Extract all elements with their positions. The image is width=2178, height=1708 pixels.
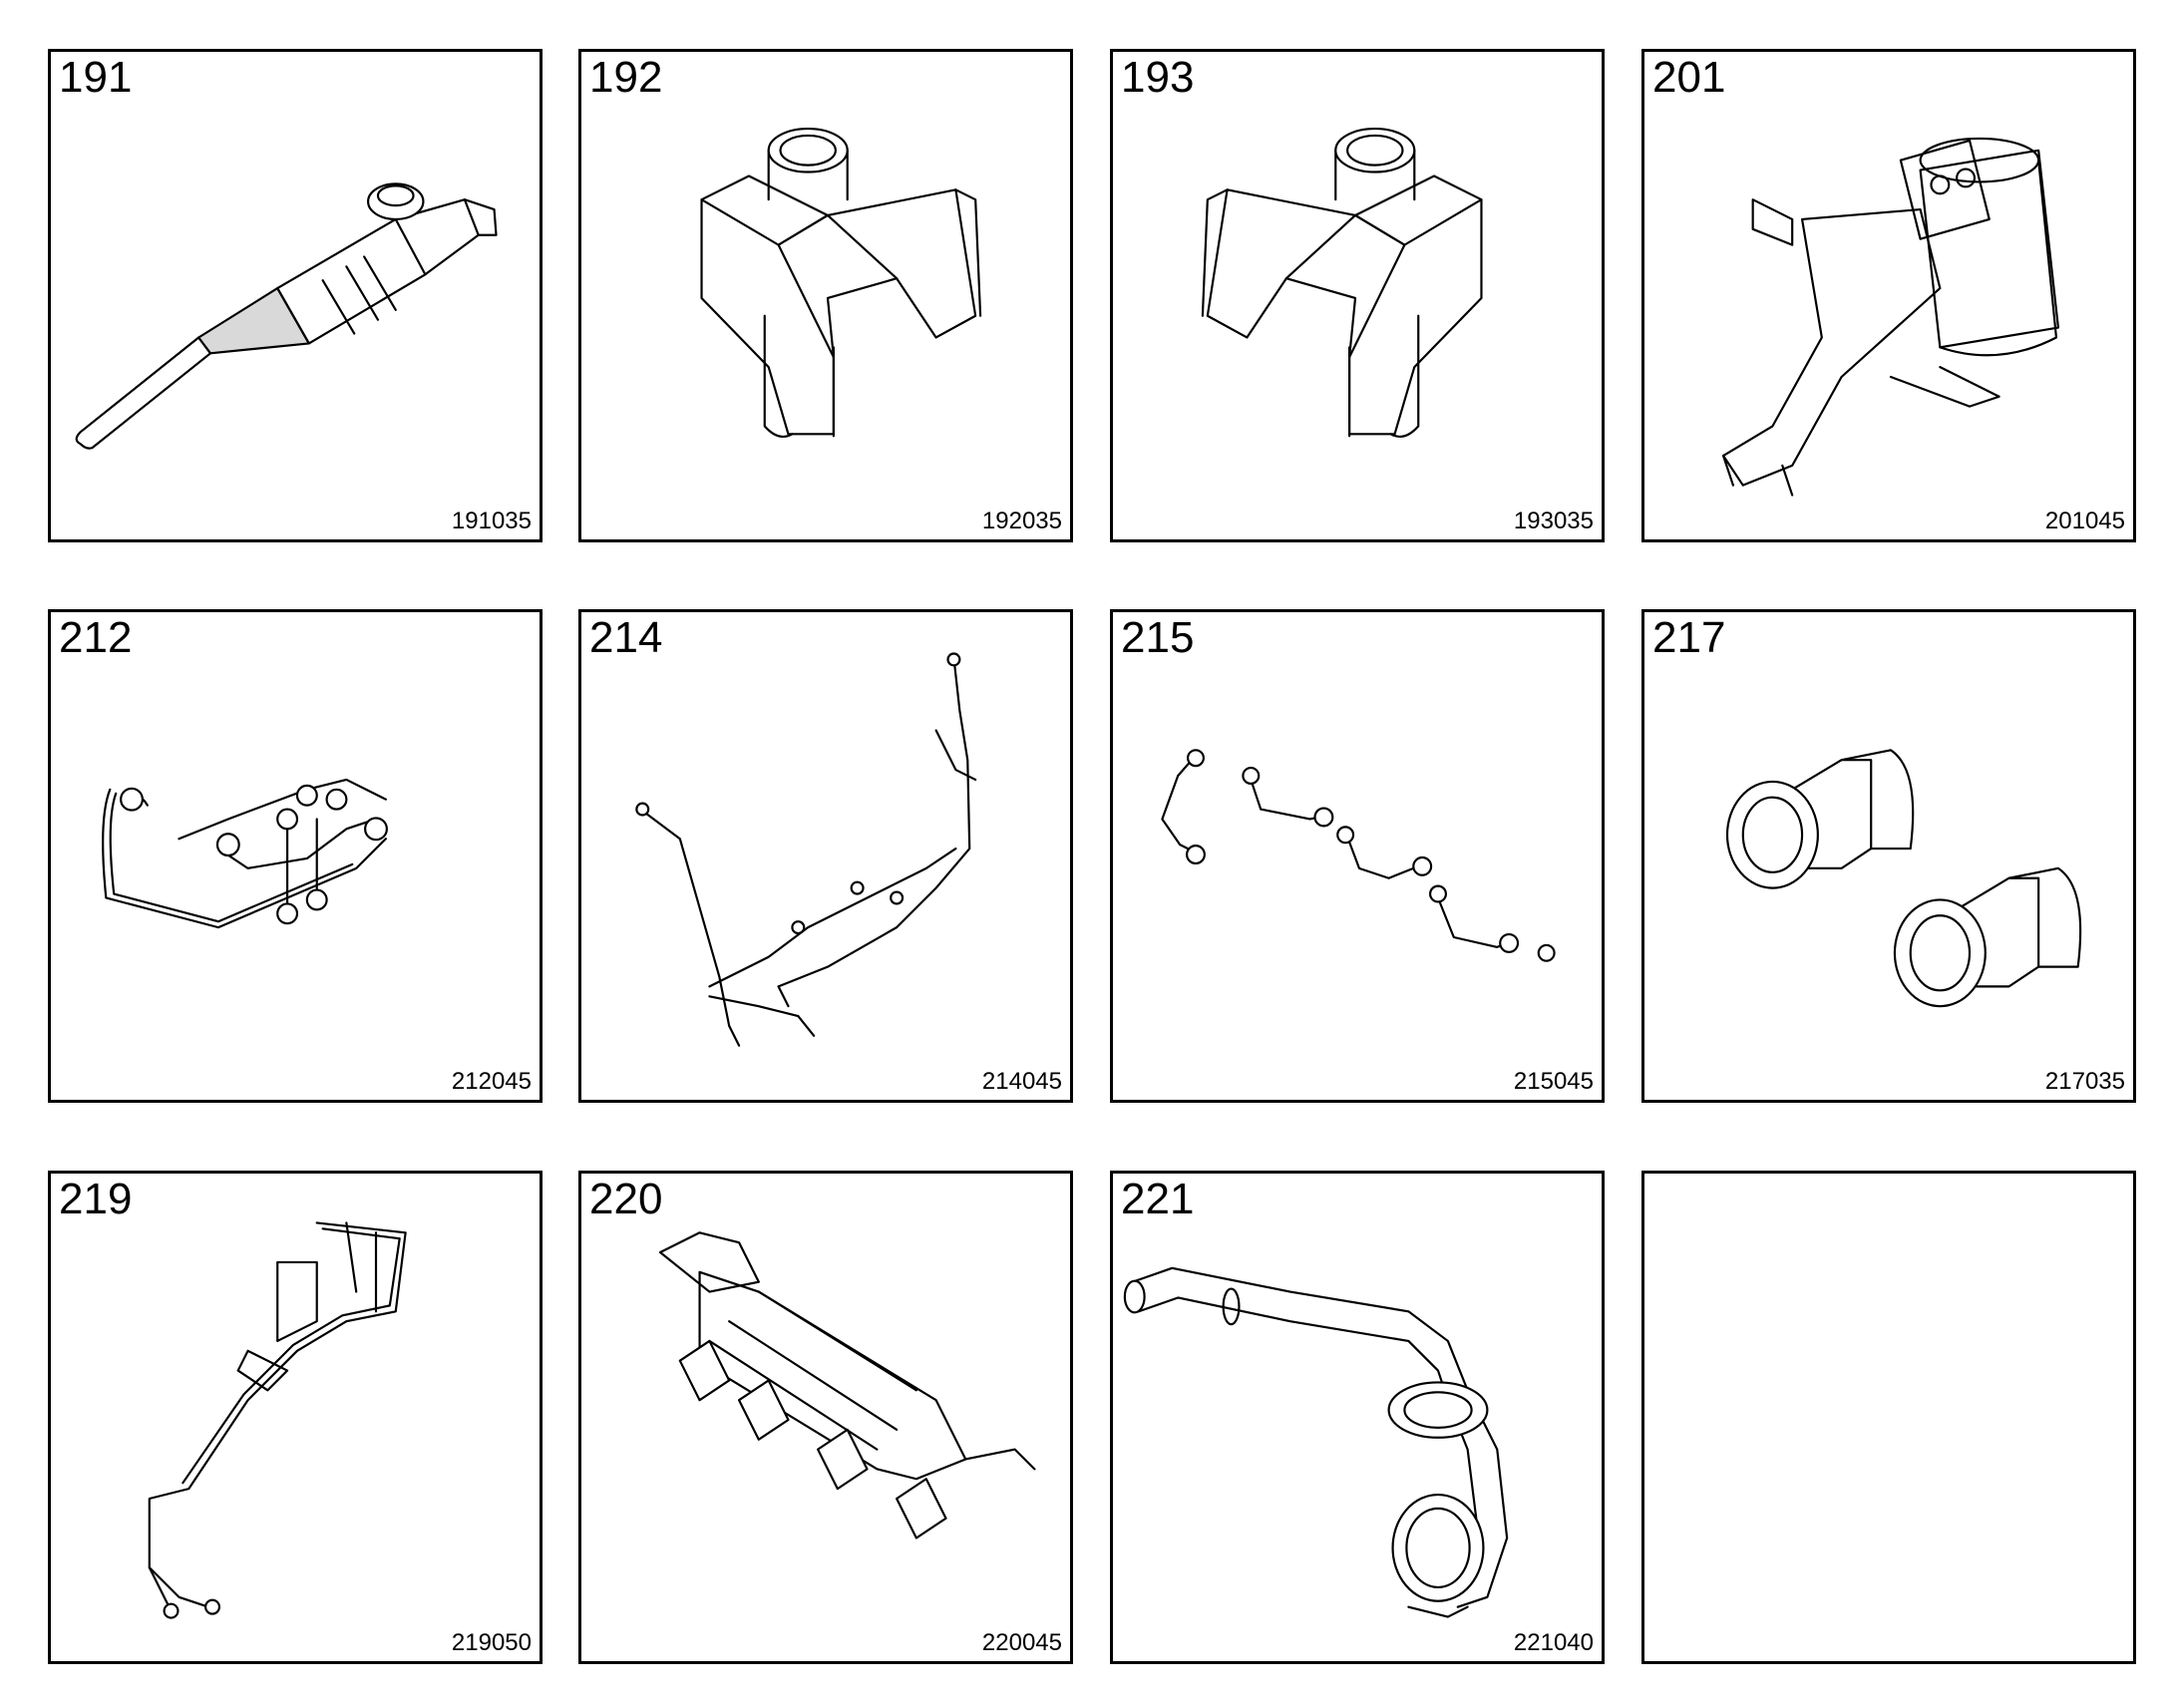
part-cell-219[interactable]: 219 219050 [48,1171,543,1664]
part-cell-191[interactable]: 191 191035 [48,49,543,542]
drawing-code: 191035 [451,508,532,534]
drawing-code: 220045 [981,1629,1062,1656]
drawing-code: 201045 [2044,508,2125,534]
injector-icon [51,52,540,539]
drawing-code: 212045 [451,1068,532,1095]
drawing-code: 215045 [1513,1068,1594,1095]
pipe-bracket-icon [51,1174,540,1661]
pipe-fittings-icon [1644,612,2133,1100]
part-number: 217 [1652,613,1726,662]
part-cell-220[interactable]: 220 220045 [578,1171,1073,1664]
part-number: 219 [59,1175,133,1223]
drawing-code: 214045 [981,1068,1062,1095]
part-cell-empty [1641,1171,2136,1664]
part-number: 192 [589,53,663,102]
fork-clamp-icon [581,52,1070,539]
part-number: 201 [1652,53,1726,102]
part-cell-212[interactable]: 212 212045 [48,609,543,1103]
part-number: 193 [1121,53,1195,102]
part-cell-214[interactable]: 214 214045 [578,609,1073,1103]
drawing-code: 221040 [1513,1629,1594,1656]
fuel-rail-pipes-icon [51,612,540,1100]
part-cell-192[interactable]: 192 192035 [578,49,1073,542]
part-cell-217[interactable]: 217 217035 [1641,609,2136,1103]
part-number: 221 [1121,1175,1195,1223]
intake-manifold-icon [581,1174,1070,1661]
wiring-harness-icon [581,612,1070,1100]
part-number: 220 [589,1175,663,1223]
part-cell-221[interactable]: 221 221040 [1110,1171,1605,1664]
part-cell-215[interactable]: 215 215045 [1110,609,1605,1103]
drawing-code: 217035 [2044,1068,2125,1095]
part-cell-193[interactable]: 193 193035 [1110,49,1605,542]
fork-clamp-mirrored-icon [1113,52,1602,539]
drawing-code: 192035 [981,508,1062,534]
drawing-code: 219050 [451,1629,532,1656]
air-duct-icon [1113,1174,1602,1661]
filter-bracket-icon [1644,52,2133,539]
part-number: 215 [1121,613,1195,662]
drawing-code: 193035 [1513,508,1594,534]
part-number: 212 [59,613,133,662]
part-number: 214 [589,613,663,662]
part-number: 191 [59,53,133,102]
injector-lines-icon [1113,612,1602,1100]
part-cell-201[interactable]: 201 201045 [1641,49,2136,542]
